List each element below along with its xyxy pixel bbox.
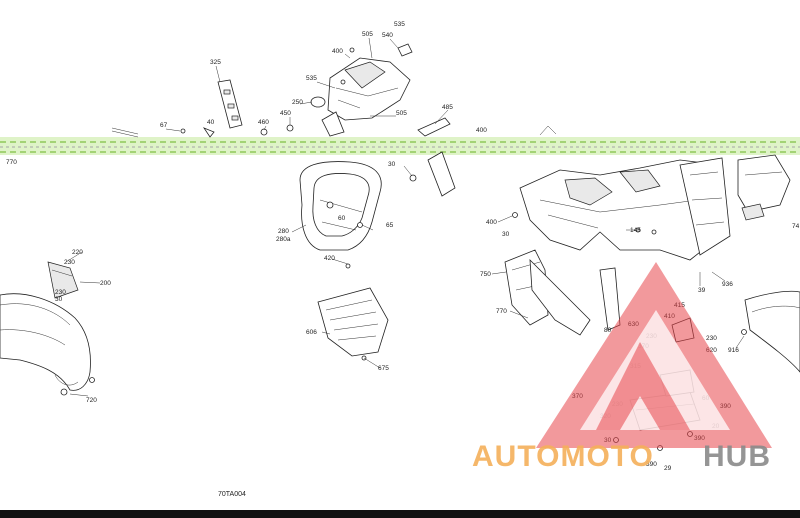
callout-label: 675 <box>378 365 389 372</box>
callout-label: 67 <box>160 122 168 129</box>
callout-label: 325 <box>210 59 221 66</box>
callout-label: 420 <box>324 255 335 262</box>
callout-label: 400 <box>332 48 343 55</box>
callout-label: 30 <box>388 161 396 168</box>
watermark-text-secondary: HUB <box>703 440 771 473</box>
callout-label: 450 <box>280 110 291 117</box>
far-right-panel <box>737 154 791 221</box>
callout-label: 620 <box>706 347 717 354</box>
deflector-750 <box>504 249 591 336</box>
leader-lines <box>65 37 745 397</box>
callout-label: 29 <box>664 465 672 472</box>
part-485 <box>417 117 451 137</box>
grab-bar <box>299 151 456 251</box>
callout-label: 606 <box>306 329 317 336</box>
callout-label: 80 <box>604 327 612 334</box>
bottom-border <box>0 510 800 518</box>
callout-label: 74 <box>792 223 800 230</box>
callout-label: 30 <box>502 231 510 238</box>
callout-label: 230 <box>55 289 66 296</box>
callout-label: 770 <box>496 308 507 315</box>
skid-plate-606 <box>317 263 389 361</box>
callout-label: 400 <box>486 219 497 226</box>
bracket-325 <box>217 79 243 129</box>
callout-label: 460 <box>258 119 269 126</box>
callout-label: 230 <box>706 335 717 342</box>
callout-label: 535 <box>306 75 317 82</box>
callout-label: 540 <box>382 32 393 39</box>
left-side-panel <box>0 261 95 396</box>
callout-label: 720 <box>86 397 97 404</box>
right-front-body <box>512 157 731 261</box>
callout-label: 505 <box>362 31 373 38</box>
callout-label: 535 <box>394 21 405 28</box>
callout-label: 145 <box>630 227 641 234</box>
callout-label: 400 <box>476 127 487 134</box>
callout-label: 30 <box>55 296 63 303</box>
watermark-text-primary: AUTOMOTO <box>472 440 654 473</box>
callout-label: 770 <box>6 159 17 166</box>
drawing-code: 70TA004 <box>218 491 246 498</box>
callout-label: 39 <box>698 287 706 294</box>
callout-label: 220 <box>72 249 83 256</box>
callout-label: 916 <box>728 347 739 354</box>
callout-label: 485 <box>442 104 453 111</box>
callout-label: 390 <box>646 461 657 468</box>
callout-label: 65 <box>386 222 394 229</box>
callout-label: 936 <box>722 281 733 288</box>
dash-assembly <box>310 43 413 137</box>
scan-artifact-band <box>0 137 800 155</box>
watermark-logo: AUTOMOTO HUB <box>472 262 772 473</box>
callout-label: 280a <box>276 236 291 243</box>
callout-label: 280 <box>278 228 289 235</box>
callout-label: 40 <box>207 119 215 126</box>
callout-label: 200 <box>100 280 111 287</box>
callout-label: 505 <box>396 110 407 117</box>
rods-67-40 <box>111 124 294 138</box>
lower-right-fender <box>741 290 800 373</box>
callout-label: 750 <box>480 271 491 278</box>
callout-label: 60 <box>338 215 346 222</box>
callout-label: 230 <box>64 259 75 266</box>
callout-label: 250 <box>292 99 303 106</box>
